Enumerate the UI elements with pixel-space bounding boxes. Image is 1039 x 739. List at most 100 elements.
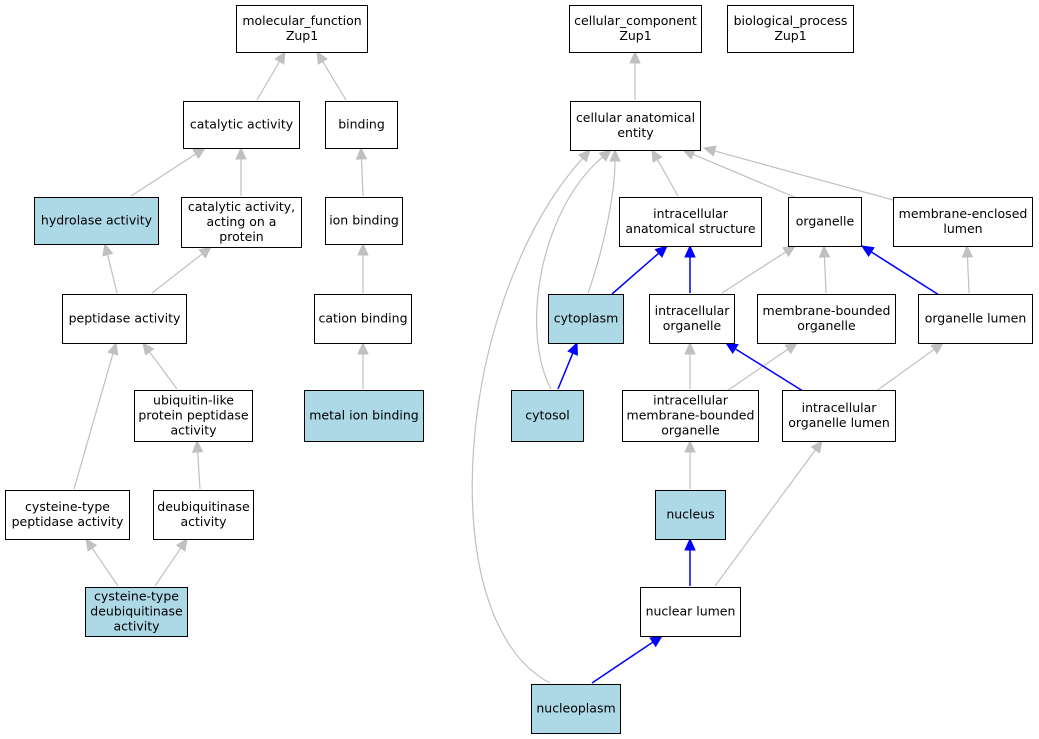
node-label: organelle lumen	[925, 311, 1027, 326]
node-label: organelle	[661, 423, 720, 438]
go-term-node-cytosol[interactable]: cytosol	[511, 390, 584, 442]
edge-ol-to-mel	[961, 244, 974, 294]
go-term-node-binding[interactable]: binding	[325, 101, 398, 149]
edge-cys_pep-to-peptidase	[73, 341, 119, 490]
edge-cat_protein-to-catalytic	[235, 146, 247, 196]
go-term-node-cytoplasm[interactable]: cytoplasm	[548, 294, 624, 344]
node-label: intracellular	[653, 393, 729, 408]
node-label: cysteine-type	[94, 589, 179, 604]
go-term-node-hydrolase[interactable]: hydrolase activity	[34, 197, 159, 245]
node-box	[325, 101, 398, 149]
node-box	[655, 490, 726, 540]
node-box	[511, 390, 584, 442]
edge-cytoplasm-to-ias	[611, 245, 668, 295]
node-label: catalytic activity	[190, 117, 294, 132]
edge-cys_deubiq-to-deubiq	[154, 538, 188, 587]
node-box	[727, 5, 854, 53]
node-box	[619, 197, 762, 247]
node-label: molecular_function	[242, 13, 361, 28]
node-box	[62, 294, 187, 344]
node-label: acting on a	[207, 214, 277, 229]
go-term-node-np[interactable]: nucleoplasm	[531, 684, 621, 734]
node-box	[325, 197, 403, 245]
node-label: peptidase activity	[69, 311, 181, 326]
node-label: deubiquitinase	[157, 499, 250, 514]
edge-np-to-cae	[471, 149, 591, 684]
edge-peptidase-to-cat_protein	[151, 246, 212, 294]
edge-imbo-to-mbo	[723, 342, 798, 394]
node-label: cysteine-type	[25, 499, 110, 514]
edge-nucleus-to-imbo	[684, 439, 696, 489]
node-label: cytosol	[525, 408, 569, 423]
edge-ion_binding-to-binding	[355, 146, 368, 197]
go-term-node-ion-binding[interactable]: ion binding	[325, 197, 403, 245]
edge-nl-to-iol	[714, 440, 823, 587]
edge-io-to-ias	[684, 244, 696, 293]
node-label: organelle lumen	[788, 415, 890, 430]
go-term-node-metal[interactable]: metal ion binding	[304, 390, 424, 442]
edge-iol-to-io	[724, 342, 807, 394]
edge-ol-to-organelle	[860, 245, 940, 296]
edge-cys_deubiq-to-cys_pep	[85, 538, 119, 587]
go-term-node-nl[interactable]: nuclear lumen	[640, 587, 741, 637]
edge-cation-to-ion_binding	[357, 242, 369, 293]
node-label: Zup1	[286, 28, 318, 43]
node-label: activity	[113, 619, 160, 634]
node-box	[85, 587, 188, 637]
edge-metal-to-cation	[357, 341, 369, 389]
edge-io-to-organelle	[721, 245, 797, 294]
node-box	[183, 101, 300, 149]
node-box	[548, 294, 624, 344]
node-label: catalytic activity,	[188, 199, 295, 214]
edge-organelle-to-cae	[681, 149, 807, 203]
node-label: cation binding	[318, 311, 407, 326]
node-label: peptidase activity	[12, 514, 124, 529]
node-label: metal ion binding	[309, 408, 419, 423]
edge-mel-to-cae	[702, 145, 894, 201]
node-label: organelle	[796, 214, 855, 229]
node-box	[5, 490, 130, 540]
node-label: organelle	[663, 318, 722, 333]
go-term-node-nucleus[interactable]: nucleus	[655, 490, 726, 540]
node-box	[304, 390, 424, 442]
go-term-node-peptidase[interactable]: peptidase activity	[62, 294, 187, 344]
edge-layer	[73, 50, 974, 684]
go-term-node-organelle[interactable]: organelle	[788, 197, 862, 247]
node-label: activity	[180, 514, 227, 529]
node-label: organelle	[797, 318, 856, 333]
node-label: intracellular	[655, 303, 731, 318]
edge-np-to-nl	[591, 635, 664, 684]
node-box	[181, 197, 302, 248]
go-term-node-cation[interactable]: cation binding	[314, 294, 412, 344]
node-label: membrane-bounded	[627, 408, 755, 423]
go-term-node-ol[interactable]: organelle lumen	[918, 294, 1033, 344]
node-label: intracellular	[653, 206, 729, 221]
node-label: ion binding	[329, 213, 399, 228]
go-term-node-catalytic[interactable]: catalytic activity	[183, 101, 300, 149]
node-label: cytoplasm	[554, 311, 619, 326]
node-box	[236, 5, 368, 53]
node-label: biological_process	[734, 13, 848, 28]
edge-cytosol-to-cae	[536, 149, 612, 390]
edge-hydrolase-to-catalytic	[130, 147, 207, 197]
node-label: activity	[170, 423, 217, 438]
node-label: protein	[219, 229, 263, 244]
node-label: protein peptidase	[138, 408, 248, 423]
